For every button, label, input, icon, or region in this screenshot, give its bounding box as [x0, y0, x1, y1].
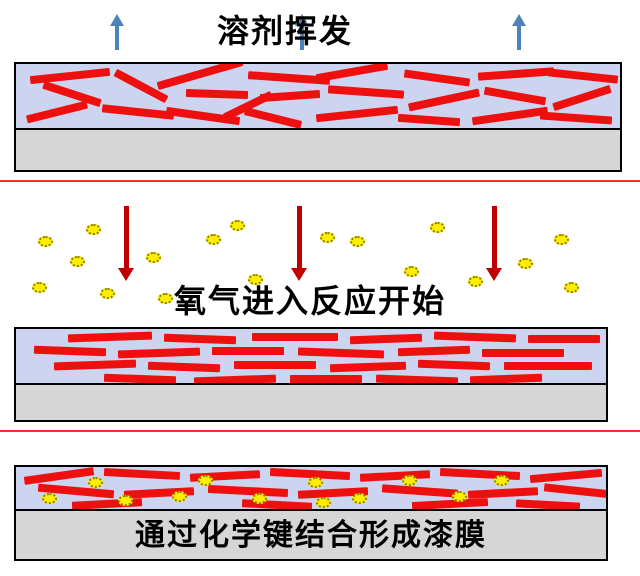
arrow-shaft — [517, 26, 521, 50]
stage1-paint-layer — [14, 62, 622, 130]
paint-molecule-bar — [67, 331, 153, 343]
oxygen-down-arrow — [118, 206, 134, 281]
paint-molecule-bar — [117, 347, 201, 359]
oxygen-down-arrows-group — [0, 206, 640, 286]
paint-molecule-bar — [23, 467, 95, 485]
stage2-substrate — [14, 383, 608, 422]
arrow-head — [295, 14, 309, 26]
arrow-shaft — [123, 206, 129, 268]
solvent-up-arrow — [295, 14, 309, 50]
stage3-paint-layer — [14, 465, 608, 511]
solvent-up-arrow — [110, 14, 124, 50]
paint-molecule-bar — [483, 86, 547, 106]
paint-molecule-bar — [467, 487, 539, 499]
arrow-head — [486, 268, 502, 281]
paint-molecule-bar — [329, 361, 407, 373]
oxygen-molecule-dot — [88, 477, 103, 488]
paint-molecule-bar — [234, 361, 316, 369]
oxygen-molecule-dot — [118, 495, 133, 506]
paint-molecule-bar — [528, 335, 600, 343]
arrow-head — [118, 268, 134, 281]
oxygen-molecule-dot — [198, 475, 213, 486]
arrow-shaft — [296, 206, 302, 268]
stage2-paint-layer — [14, 327, 608, 385]
oxygen-molecule-dot — [494, 475, 509, 486]
paint-molecule-bar — [243, 107, 303, 128]
solvent-up-arrow — [512, 14, 526, 50]
stage1-caption: 溶剂挥发 — [216, 13, 353, 49]
paint-molecule-bar — [327, 85, 405, 99]
arrow-shaft — [491, 206, 497, 268]
paint-molecule-bar — [529, 468, 603, 484]
oxygen-molecule-dot — [402, 475, 417, 486]
paint-molecule-bar — [471, 106, 549, 126]
oxygen-down-arrow — [486, 206, 502, 281]
section-divider-2 — [0, 430, 640, 432]
paint-molecule-bar — [29, 67, 111, 85]
paint-molecule-bar — [407, 88, 481, 112]
paint-molecule-bar — [252, 333, 338, 341]
paint-molecule-bar — [101, 104, 175, 120]
oxygen-down-arrow — [291, 206, 307, 281]
arrow-head — [110, 14, 124, 26]
section-divider-1 — [0, 180, 640, 182]
paint-molecule-bar — [156, 64, 244, 90]
stage3-substrate: 通过化学键结合形成漆膜 — [14, 509, 608, 561]
paint-molecule-bar — [349, 333, 423, 345]
stage3-caption: 通过化学键结合形成漆膜 — [135, 519, 487, 552]
paint-molecule-bar — [552, 84, 612, 112]
paint-molecule-bar — [290, 375, 362, 383]
paint-molecule-bar — [397, 345, 471, 357]
solvent-up-arrows-group — [0, 14, 640, 54]
oxygen-molecule-dot — [172, 491, 187, 502]
paint-molecule-bar — [315, 105, 399, 123]
paint-molecule-bar — [381, 484, 459, 498]
arrow-head — [512, 14, 526, 26]
paint-molecule-bar — [482, 349, 564, 357]
paint-molecule-bar — [212, 347, 284, 355]
paint-molecule-bar — [33, 345, 107, 357]
paint-molecule-bar — [539, 111, 613, 125]
paint-molecule-bar — [547, 68, 619, 84]
oxygen-molecule-dot — [452, 491, 467, 502]
paint-molecule-bar — [315, 64, 389, 83]
paint-molecule-bar — [103, 468, 181, 480]
paint-molecule-bar — [163, 333, 237, 345]
paint-molecule-bar — [504, 362, 592, 370]
paint-molecule-bar — [417, 359, 491, 371]
paint-molecule-bar — [543, 483, 606, 499]
arrow-shaft — [300, 26, 304, 50]
paint-molecule-bar — [53, 359, 137, 371]
paint-molecule-bar — [185, 88, 249, 100]
paint-molecule-bar — [207, 484, 289, 498]
paint-molecule-bar — [359, 470, 431, 482]
stage1-substrate — [14, 128, 622, 172]
oxygen-molecule-dot — [308, 477, 323, 488]
paint-molecule-bar — [397, 113, 461, 127]
paint-molecule-bar — [403, 69, 471, 87]
arrow-shaft — [115, 26, 119, 50]
stage2-caption: 氧气进入反应开始 — [173, 283, 446, 319]
oxygen-molecule-dot — [252, 493, 267, 504]
paint-molecule-bar — [477, 67, 555, 81]
arrow-head — [291, 268, 307, 281]
paint-molecule-bar — [297, 347, 385, 359]
paint-molecule-bar — [433, 331, 517, 343]
paint-molecule-bar — [147, 361, 221, 373]
paint-molecule-bar — [25, 100, 89, 124]
oxygen-molecule-dot — [352, 493, 367, 504]
oxygen-molecule-dot — [42, 493, 57, 504]
oxygen-molecule-dot — [316, 497, 331, 508]
